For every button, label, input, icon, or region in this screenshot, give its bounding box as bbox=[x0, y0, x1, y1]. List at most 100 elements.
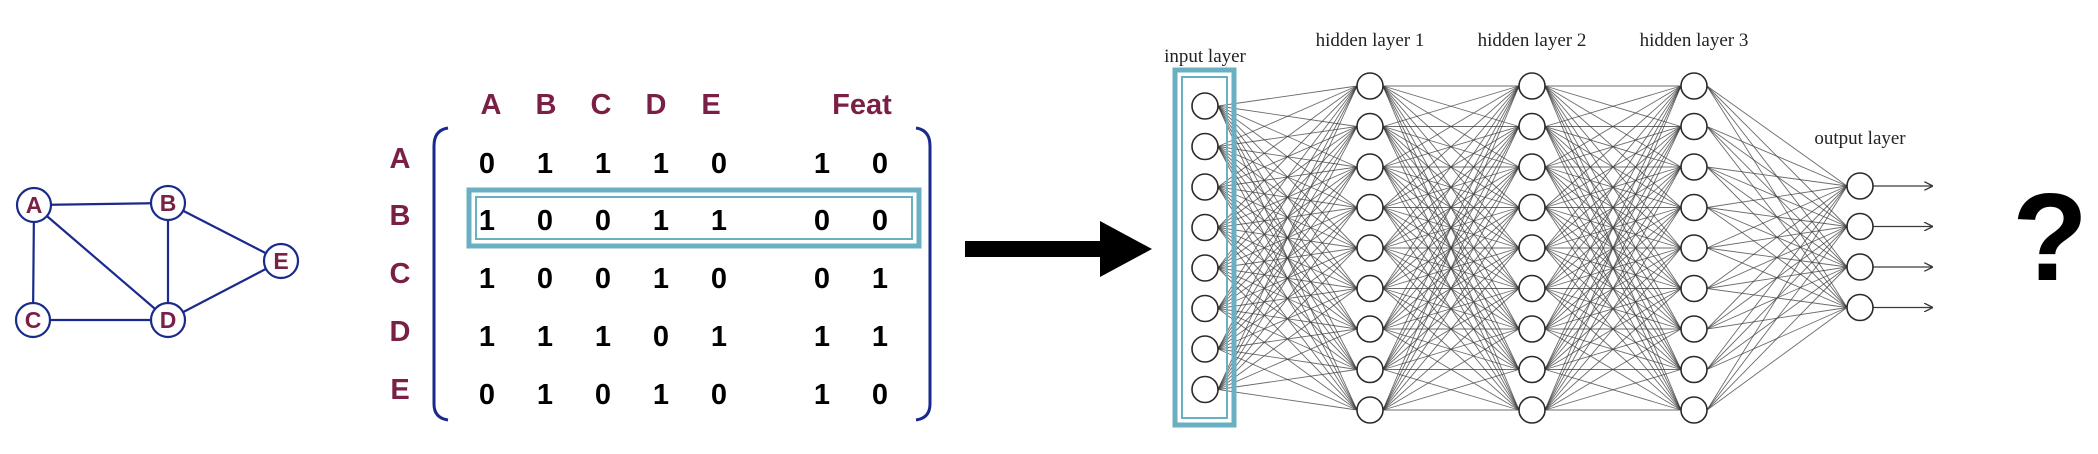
connection-l0-7-2 bbox=[1217, 166, 1358, 390]
matrix-row-highlight-inner bbox=[475, 196, 913, 240]
connection-l2-8-1 bbox=[1544, 126, 1682, 411]
graph-node-a: A bbox=[15, 186, 53, 224]
matrix-cell: 1 bbox=[537, 321, 553, 353]
connection-l0-5-0 bbox=[1217, 85, 1358, 309]
graph-node-label: B bbox=[160, 190, 177, 216]
graph-edge-a-c bbox=[31, 204, 36, 321]
unit-l4-2 bbox=[1846, 253, 1874, 281]
column-header-e: E bbox=[701, 89, 720, 121]
matrix-cell: 1 bbox=[537, 379, 553, 411]
connection-l0-2-0 bbox=[1217, 85, 1358, 188]
connection-l0-3-0 bbox=[1217, 85, 1358, 228]
connection-l0-7-6 bbox=[1217, 328, 1358, 390]
matrix-cell: 0 bbox=[595, 379, 611, 411]
connection-l0-7-3 bbox=[1217, 207, 1358, 390]
column-header-b: B bbox=[536, 89, 557, 121]
unit-l3-3 bbox=[1680, 193, 1708, 222]
connection-l2-5-0 bbox=[1544, 85, 1682, 289]
neural-network: input layer hidden layer 1 hidden layer … bbox=[1164, 30, 1932, 428]
connection-l0-7-5 bbox=[1217, 288, 1358, 390]
unit-l3-5 bbox=[1680, 274, 1708, 303]
connection-l3-8-3 bbox=[1706, 307, 1848, 411]
unit-l0-7 bbox=[1191, 375, 1219, 404]
connection-l2-7-0 bbox=[1544, 85, 1682, 370]
connection-l0-4-0 bbox=[1217, 85, 1358, 269]
matrix-cell: 1 bbox=[872, 263, 888, 295]
unit-l3-1 bbox=[1680, 112, 1708, 141]
connection-l2-4-0 bbox=[1544, 85, 1682, 249]
connection-l3-1-0 bbox=[1706, 126, 1848, 187]
graph-node-circle bbox=[149, 301, 187, 339]
unit-l2-1 bbox=[1518, 112, 1546, 141]
unit-l0-6 bbox=[1191, 335, 1219, 363]
connection-l3-7-0 bbox=[1706, 185, 1848, 370]
connection-l3-6-0 bbox=[1706, 185, 1848, 330]
connection-l0-6-0 bbox=[1217, 85, 1358, 350]
matrix-cell: 1 bbox=[653, 148, 669, 180]
row-label-d: D bbox=[390, 316, 411, 348]
unit-l0-3 bbox=[1191, 213, 1219, 242]
graph-node-label: D bbox=[160, 307, 177, 333]
unit-l0-4 bbox=[1191, 254, 1219, 282]
connection-l2-6-0 bbox=[1544, 85, 1682, 330]
connection-l1-8-2 bbox=[1382, 166, 1520, 411]
connection-l3-2-0 bbox=[1706, 166, 1848, 187]
graph-edges bbox=[31, 201, 282, 322]
flow-arrow-shaft bbox=[965, 241, 1105, 257]
graph-node-label: C bbox=[25, 307, 42, 333]
graph-node-c: C bbox=[14, 301, 52, 339]
matrix-cell: 0 bbox=[711, 379, 727, 411]
matrix-cell: 0 bbox=[595, 263, 611, 295]
graph-node-circle bbox=[14, 301, 52, 339]
unit-l3-6 bbox=[1680, 315, 1708, 343]
matrix-cell: 0 bbox=[872, 379, 888, 411]
unit-l1-1 bbox=[1356, 112, 1384, 141]
network-units bbox=[1191, 72, 1874, 424]
matrix-cell: 1 bbox=[653, 263, 669, 295]
graph-node-circle bbox=[15, 186, 53, 224]
input-layer-highlight bbox=[1172, 67, 1237, 428]
unit-l0-2 bbox=[1191, 173, 1219, 201]
connection-l2-1-0 bbox=[1544, 85, 1682, 127]
graph-edge-a-b bbox=[33, 201, 169, 207]
connection-l0-0-0 bbox=[1217, 85, 1358, 107]
matrix-row-e: 0 1 0 1 0 1 0 bbox=[479, 379, 888, 411]
connection-l0-7-7 bbox=[1217, 369, 1358, 390]
flow-arrow bbox=[965, 221, 1152, 277]
matrix-cell: 0 bbox=[872, 148, 888, 180]
graph-node-d: D bbox=[149, 301, 187, 339]
graph-node-circle bbox=[149, 184, 187, 222]
connection-l1-8-1 bbox=[1382, 126, 1520, 411]
unit-l2-8 bbox=[1518, 396, 1546, 424]
connection-l2-8-3 bbox=[1544, 207, 1682, 411]
matrix-cell: 0 bbox=[653, 321, 669, 353]
matrix-cell: 1 bbox=[814, 321, 830, 353]
connection-l2-8-2 bbox=[1544, 166, 1682, 411]
connection-l1-8-4 bbox=[1382, 247, 1520, 411]
unit-l1-5 bbox=[1356, 274, 1384, 303]
connection-l2-8-0 bbox=[1544, 85, 1682, 411]
matrix-cell: 0 bbox=[711, 148, 727, 180]
row-label-b: B bbox=[390, 200, 411, 232]
result-question-mark: ? bbox=[2012, 169, 2088, 307]
column-header-a: A bbox=[481, 89, 502, 121]
matrix-cell: 0 bbox=[872, 205, 888, 237]
row-label-e: E bbox=[390, 374, 409, 406]
unit-l4-3 bbox=[1846, 293, 1874, 322]
matrix-cell: 1 bbox=[537, 148, 553, 180]
connection-l1-3-0 bbox=[1382, 85, 1520, 208]
matrix-cell: 1 bbox=[711, 205, 727, 237]
matrix-right-bracket bbox=[915, 126, 932, 422]
connection-l0-7-0 bbox=[1217, 85, 1358, 390]
connection-l1-8-7 bbox=[1382, 369, 1520, 411]
matrix-cell: 1 bbox=[814, 148, 830, 180]
column-header-d: D bbox=[646, 89, 667, 121]
unit-l2-2 bbox=[1518, 153, 1546, 181]
graph-edge-a-d bbox=[33, 204, 169, 321]
graph-node-circle bbox=[262, 242, 300, 280]
unit-l1-2 bbox=[1356, 153, 1384, 181]
matrix-cell: 1 bbox=[479, 321, 495, 353]
matrix-row-a: 0 1 1 1 0 1 0 bbox=[479, 148, 888, 180]
